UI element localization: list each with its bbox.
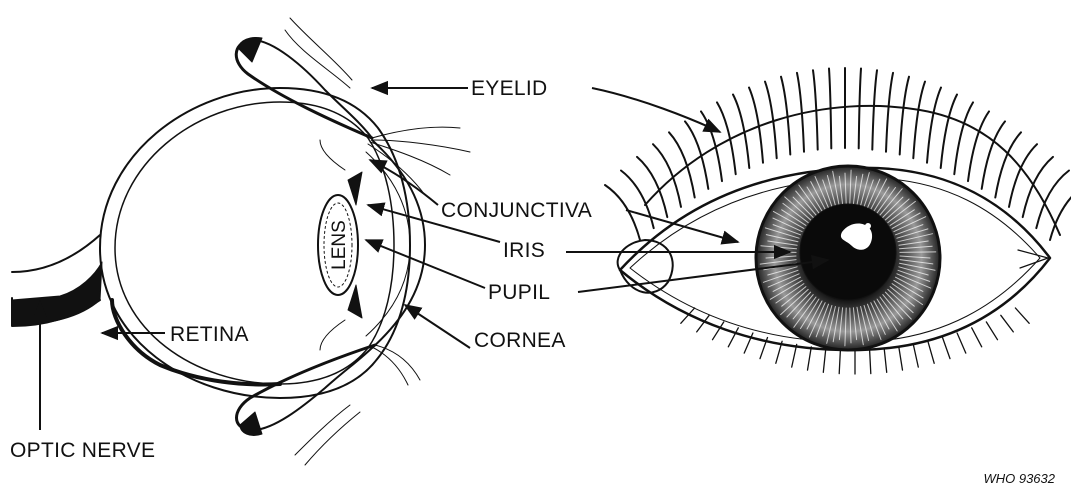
lower-eyelash: [957, 333, 966, 353]
lower-eyelash: [943, 338, 951, 359]
lower-eyelash: [986, 322, 997, 340]
lower-eyelash: [899, 347, 903, 370]
leader-lines: [40, 88, 828, 430]
label-eyelid: EYELID: [471, 78, 548, 99]
eyelash: [621, 171, 654, 229]
pupil-disc: [800, 204, 896, 300]
lens-label: LENS: [329, 220, 350, 270]
eyelash: [859, 69, 861, 149]
iris-section-upper: [348, 172, 362, 205]
eyelash: [872, 70, 877, 149]
lower-eyelash: [870, 350, 871, 374]
lower-eyelash: [928, 341, 934, 363]
lower-eyelid-section: [237, 345, 421, 465]
eyelash: [982, 121, 1005, 188]
label-optic-nerve: OPTIC NERVE: [10, 440, 155, 461]
lower-eyelash: [1001, 315, 1014, 332]
label-iris: IRIS: [503, 240, 545, 261]
lower-eyelash: [972, 328, 982, 347]
optic-nerve-shape: [12, 235, 102, 326]
label-conjunctiva: CONJUNCTIVA: [441, 200, 592, 221]
iris-fiber: [900, 252, 936, 253]
eyelash: [1009, 144, 1037, 207]
iris-section-lower: [348, 285, 362, 318]
label-retina: RETINA: [170, 324, 249, 345]
lower-eyelash: [913, 344, 918, 367]
lower-eyelash: [1015, 308, 1029, 323]
caruncle: [618, 240, 673, 293]
lower-eyelash: [884, 349, 887, 373]
eyelash: [685, 121, 708, 188]
eyelash: [653, 144, 681, 207]
figure-credit: WHO 93632: [983, 471, 1055, 486]
eyelash: [927, 88, 941, 163]
eyelash: [886, 73, 893, 152]
eye-cross-section: [12, 18, 470, 465]
lower-eyelash: [808, 347, 812, 370]
label-pupil: PUPIL: [488, 282, 550, 303]
cornea-leader: [405, 305, 470, 348]
eyelash: [1050, 185, 1071, 240]
eyelash: [669, 132, 695, 197]
label-cornea: CORNEA: [474, 330, 566, 351]
conjunctiva-leader-right: [626, 210, 738, 242]
eyelash: [941, 95, 957, 169]
eyelash: [913, 82, 925, 159]
eyelash: [900, 77, 909, 155]
eyelash: [1023, 157, 1053, 217]
lower-eyelash: [839, 350, 840, 374]
eyelid-leader-right: [592, 88, 720, 132]
cornea-curve: [372, 140, 425, 348]
lower-eyelash: [823, 349, 826, 373]
lower-eyelash: [792, 344, 797, 367]
